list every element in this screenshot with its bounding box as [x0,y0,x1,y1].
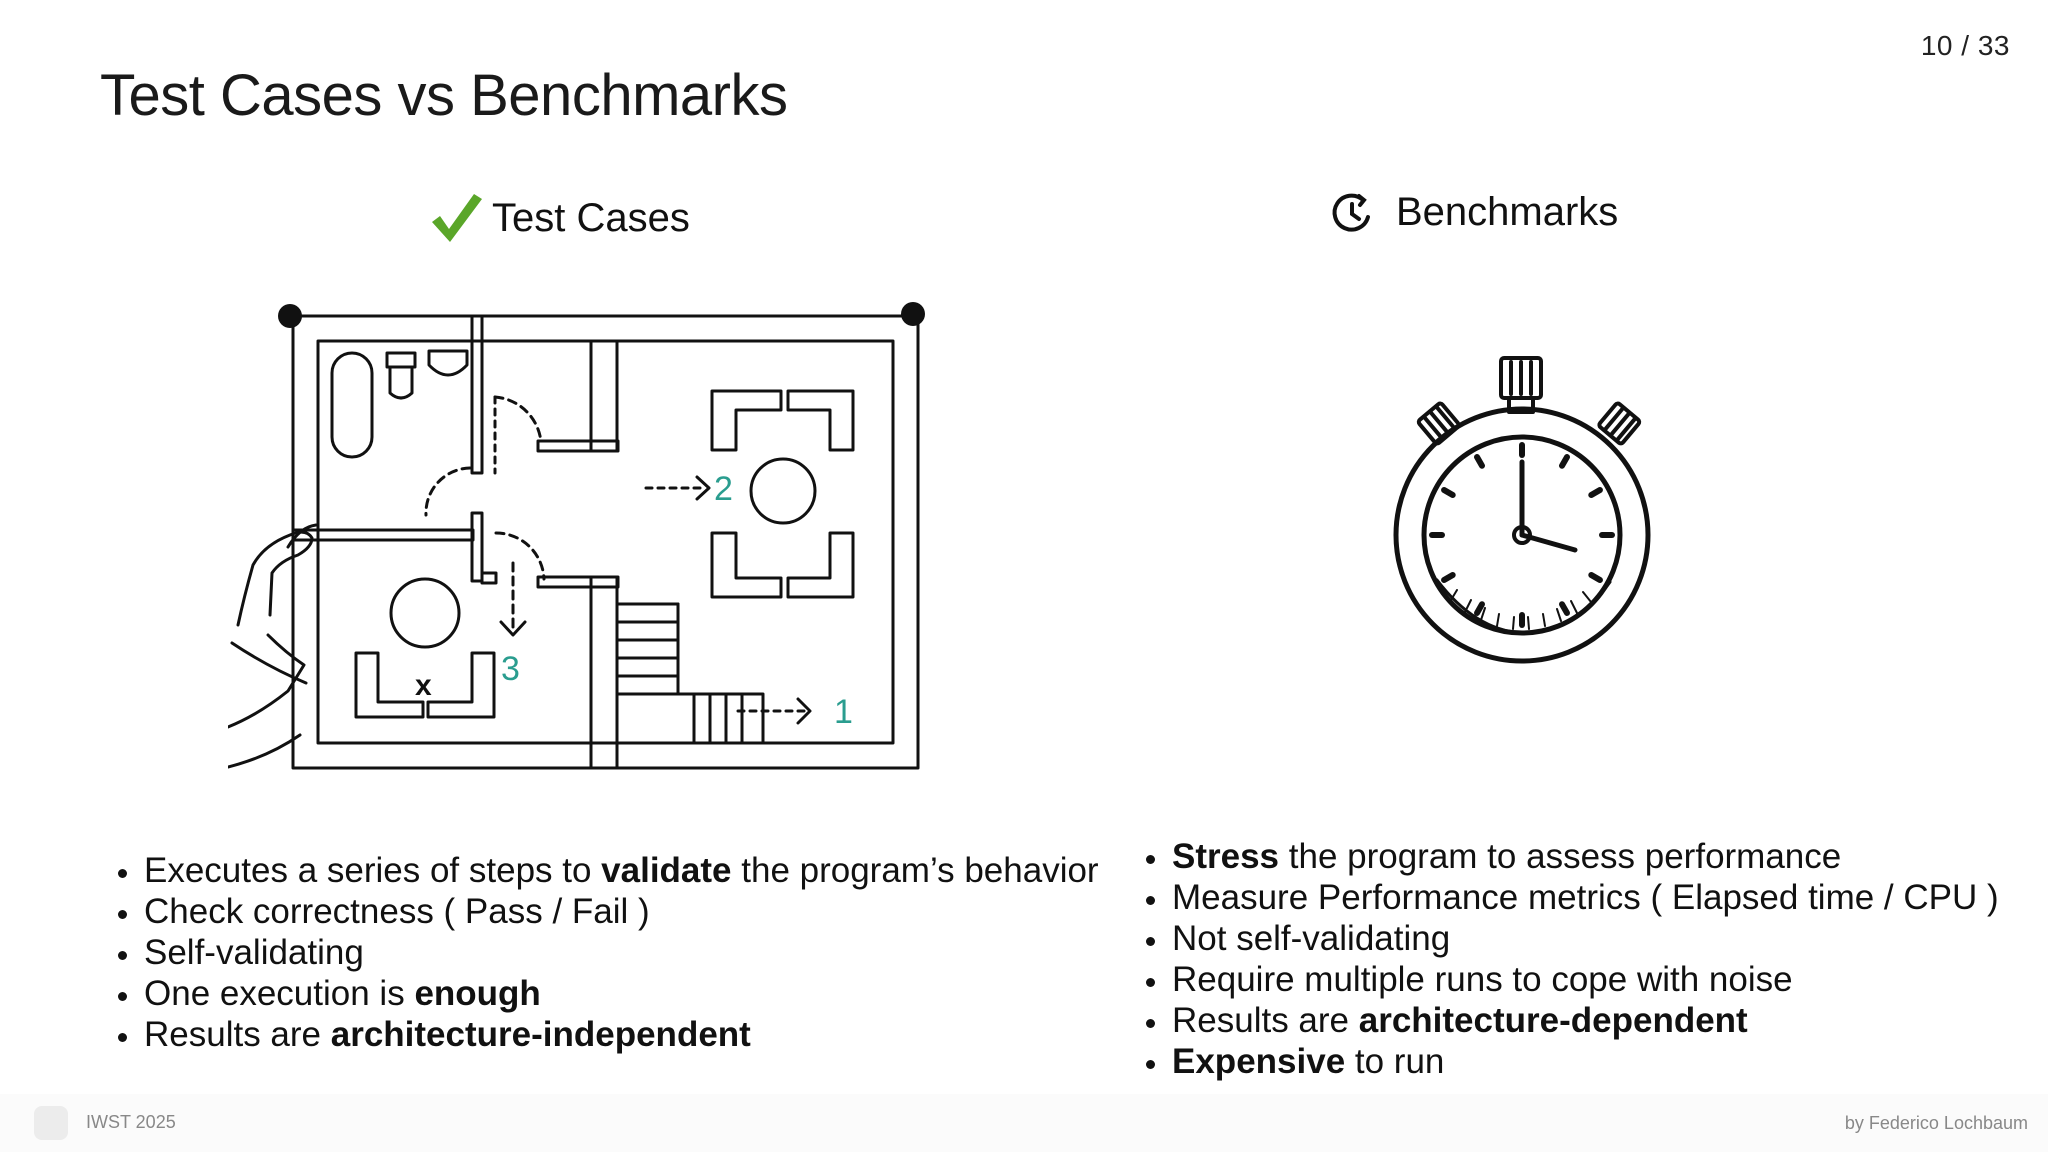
bullet-emphasis: architecture-dependent [1358,1001,1748,1040]
bullet-text: One execution is [144,974,415,1013]
stopwatch-tick [1559,454,1570,469]
bullet-text: Results are [144,1015,331,1054]
test-cases-bullets: Executes a series of steps to validate t… [102,850,1152,1055]
benchmarks-bullet: Measure Performance metrics ( Elapsed ti… [1170,877,2048,918]
footer: IWST 2025 by Federico Lochbaum [0,1094,2048,1152]
stopwatch-tick [1559,601,1570,616]
stopwatch-tick [1441,487,1456,498]
footer-conference: IWST 2025 [86,1112,176,1132]
clock-history-icon [1332,193,1370,232]
benchmarks-heading: Benchmarks [1330,190,1618,235]
bullet-text: to run [1345,1042,1445,1081]
test-cases-heading: Test Cases [430,192,690,244]
route-label-3: 3 [501,650,520,688]
route-label-2: 2 [714,470,733,508]
test-cases-heading-label: Test Cases [492,195,690,240]
logo-placeholder [34,1106,68,1140]
bullet-emphasis: Expensive [1172,1042,1346,1081]
test-cases-bullet: One execution is enough [142,973,1152,1014]
stopwatch-tick [1441,572,1456,583]
stopwatch-tick [1588,487,1603,498]
bullet-emphasis: architecture-independent [330,1015,751,1054]
test-cases-bullet: Check correctness ( Pass / Fail ) [142,891,1152,932]
route-label-1: 1 [834,693,853,731]
slide-title: Test Cases vs Benchmarks [100,63,788,128]
benchmarks-bullets: Stress the program to assess performance… [1130,836,2048,1082]
stopwatch-tick [1474,454,1485,469]
benchmarks-bullet: Require multiple runs to cope with noise [1170,959,2048,1000]
bullet-text: Executes a series of steps to [144,851,602,890]
stopwatch-illustration [1393,356,1651,664]
bullet-text: the program’s behavior [731,851,1099,890]
benchmarks-bullet: Not self-validating [1170,918,2048,959]
bullet-text: Results are [1172,1001,1359,1040]
footer-author: by Federico Lochbaum [1844,1113,2028,1133]
bullet-text: Measure Performance metrics ( Elapsed ti… [1172,878,1999,917]
test-cases-bullet: Executes a series of steps to validate t… [142,850,1152,891]
test-cases-bullet: Results are architecture-independent [142,1014,1152,1055]
floor-plan-illustration: 2 3 1 x [228,302,925,770]
test-cases-bullet: Self-validating [142,932,1152,973]
bullet-text: Check correctness ( Pass / Fail ) [144,892,650,931]
bullet-emphasis: Stress [1172,837,1280,876]
benchmarks-bullet: Stress the program to assess performance [1170,836,2048,877]
benchmarks-heading-label: Benchmarks [1396,190,1619,234]
bullet-text: Require multiple runs to cope with noise [1172,960,1793,999]
benchmarks-bullet: Results are architecture-dependent [1170,1000,2048,1041]
bullet-emphasis: enough [414,974,541,1013]
checkmark-icon [432,194,482,242]
bullet-text: Not self-validating [1172,919,1451,958]
stopwatch-tick [1588,572,1603,583]
benchmarks-bullet: Expensive to run [1170,1041,2048,1082]
bullet-text: Self-validating [144,933,364,972]
bullet-emphasis: validate [601,851,732,890]
marker-x: x [415,669,432,702]
stopwatch-tick [1474,601,1485,616]
bullet-text: the program to assess performance [1279,837,1842,876]
page-counter: 10 / 33 [1920,30,2010,61]
